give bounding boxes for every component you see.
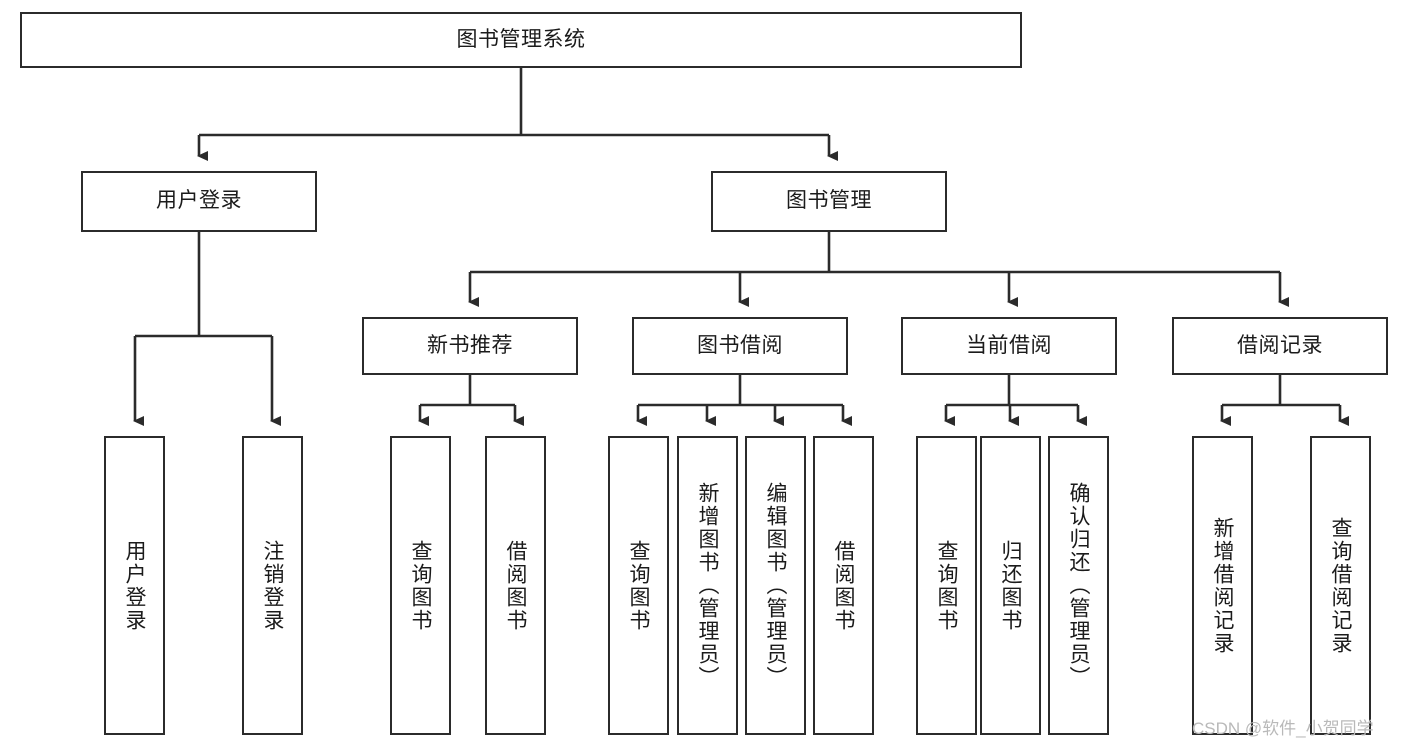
- node-label: 用户登录: [156, 189, 242, 213]
- node-label: 查询图书: [935, 539, 958, 632]
- node-book-management[interactable]: 图书管理: [711, 171, 947, 232]
- leaf-edit-book-admin[interactable]: 编辑图书（管理员）: [745, 436, 806, 735]
- node-label: 查询图书: [409, 539, 432, 632]
- node-label: 注销登录: [261, 539, 284, 632]
- node-book-borrow[interactable]: 图书借阅: [632, 317, 848, 375]
- node-label: 查询借阅记录: [1329, 516, 1352, 655]
- leaf-logout-login[interactable]: 注销登录: [242, 436, 303, 735]
- leaf-query-book-borrow[interactable]: 查询图书: [608, 436, 669, 735]
- node-label: 图书管理: [786, 189, 872, 213]
- node-label: 当前借阅: [966, 333, 1052, 357]
- node-label: 新增借阅记录: [1211, 516, 1234, 655]
- node-label: 借阅图书: [832, 539, 855, 632]
- leaf-user-login[interactable]: 用户登录: [104, 436, 165, 735]
- node-label: 用户登录: [123, 539, 146, 632]
- leaf-query-book-current[interactable]: 查询图书: [916, 436, 977, 735]
- leaf-confirm-return-admin[interactable]: 确认归还（管理员）: [1048, 436, 1109, 735]
- node-label: 借阅图书: [504, 539, 527, 632]
- node-label: 图书管理系统: [456, 27, 586, 51]
- node-root-system[interactable]: 图书管理系统: [20, 12, 1022, 68]
- leaf-borrow-book-rec[interactable]: 借阅图书: [485, 436, 546, 735]
- node-current-borrow[interactable]: 当前借阅: [901, 317, 1117, 375]
- node-borrow-record[interactable]: 借阅记录: [1172, 317, 1388, 375]
- leaf-query-borrow-record[interactable]: 查询借阅记录: [1310, 436, 1371, 735]
- node-label: 借阅记录: [1237, 333, 1323, 357]
- node-user-login[interactable]: 用户登录: [81, 171, 317, 232]
- leaf-borrow-book[interactable]: 借阅图书: [813, 436, 874, 735]
- node-label: 归还图书: [999, 539, 1022, 632]
- node-label: 查询图书: [627, 539, 650, 632]
- leaf-add-borrow-record[interactable]: 新增借阅记录: [1192, 436, 1253, 735]
- leaf-return-book[interactable]: 归还图书: [980, 436, 1041, 735]
- node-label: 编辑图书（管理员）: [764, 482, 787, 689]
- node-new-book-recommend[interactable]: 新书推荐: [362, 317, 578, 375]
- node-label: 图书借阅: [697, 333, 783, 357]
- node-label: 新书推荐: [427, 333, 513, 357]
- node-label: 新增图书（管理员）: [696, 482, 719, 689]
- leaf-add-book-admin[interactable]: 新增图书（管理员）: [677, 436, 738, 735]
- leaf-query-book-rec[interactable]: 查询图书: [390, 436, 451, 735]
- node-label: 确认归还（管理员）: [1067, 482, 1090, 689]
